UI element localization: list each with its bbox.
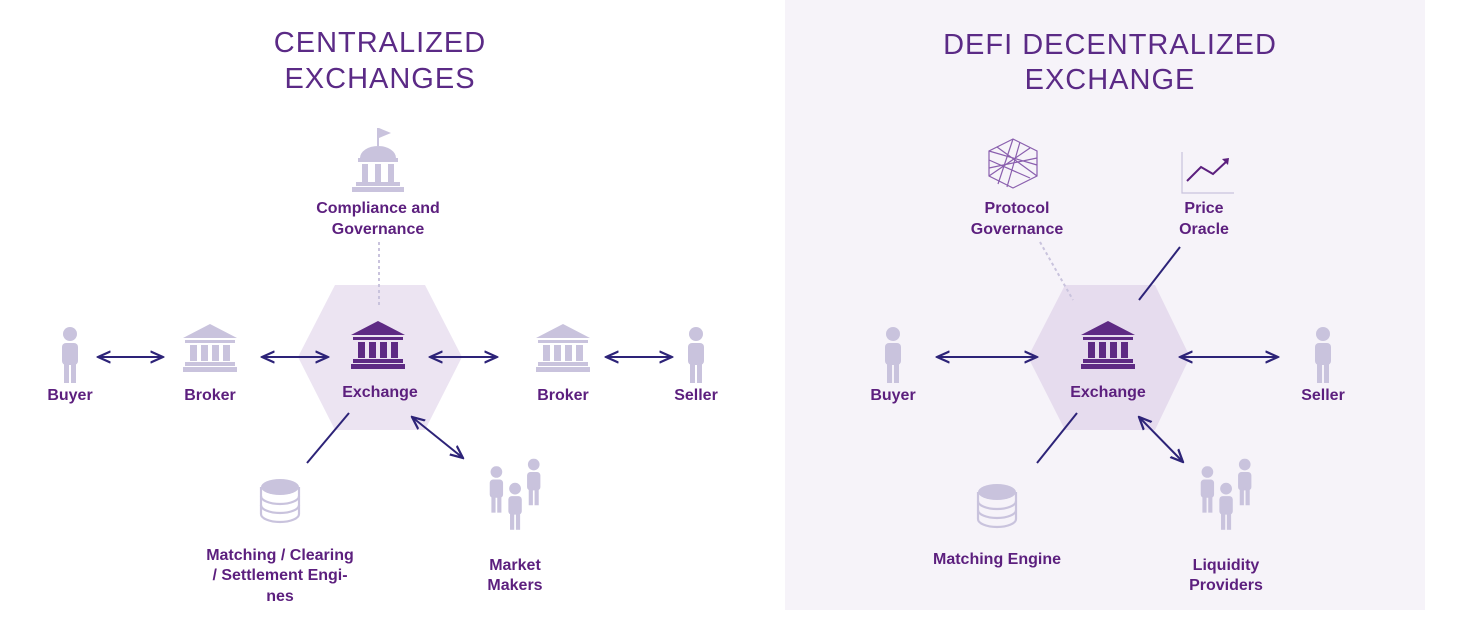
engines-label-line3: nes [266,588,294,605]
liquidity-providers-label-line1: Liquidity [1193,557,1260,574]
engines-label-line2: / Settlement Engi- [212,567,347,584]
liquidity-providers-label-line2: Providers [1189,577,1263,594]
buyer-label: Buyer [47,387,92,404]
matching-engine-label: Matching Engine [933,551,1061,568]
seller-person-icon [688,327,704,383]
defi-exchange-label: Exchange [1070,384,1146,401]
defi-buyer-label: Buyer [870,387,915,404]
defi-exchange-hexagon [1028,285,1190,430]
defi-exchange-engine-connector [1036,412,1078,464]
engines-database-icon [259,478,301,524]
protocol-dotted-connector [1039,241,1074,301]
exchange-marketmakers-arrow [412,417,463,458]
defi-title-line1: DEFI DECENTRALIZED [943,29,1277,61]
protocol-governance-label-line1: Protocol [985,200,1050,217]
exchange-label: Exchange [342,384,418,401]
broker-left-bank-icon [183,324,237,372]
broker-right-bank-icon [536,324,590,372]
buyer-person-icon [62,327,78,383]
price-oracle-label-line2: Oracle [1179,221,1229,238]
market-makers-group-icon [490,459,541,530]
compliance-building-icon [352,128,404,192]
protocol-governance-label-line2: Governance [971,221,1064,238]
compliance-label-line2: Governance [332,221,425,238]
price-oracle-label-line1: Price [1184,200,1223,217]
defi-title-line2: EXCHANGE [1025,64,1196,96]
engines-label-line1: Matching / Clearing [206,547,354,564]
seller-label: Seller [674,387,718,404]
price-oracle-chart-icon [1181,152,1234,194]
market-makers-label-line2: Makers [487,577,542,594]
centralized-title-line1: CENTRALIZED [274,27,486,59]
market-makers-label-line1: Market [489,557,541,574]
broker-left-label: Broker [184,387,236,404]
exchange-engines-connector [306,412,350,464]
oracle-exchange-connector [1138,246,1181,301]
defi-exchange-liquidity-arrow [1139,417,1183,462]
protocol-governance-icon [988,138,1038,189]
compliance-label-line1: Compliance and [316,200,440,217]
defi-seller-label: Seller [1301,387,1345,404]
broker-right-label: Broker [537,387,589,404]
centralized-title-line2: EXCHANGES [284,63,475,95]
